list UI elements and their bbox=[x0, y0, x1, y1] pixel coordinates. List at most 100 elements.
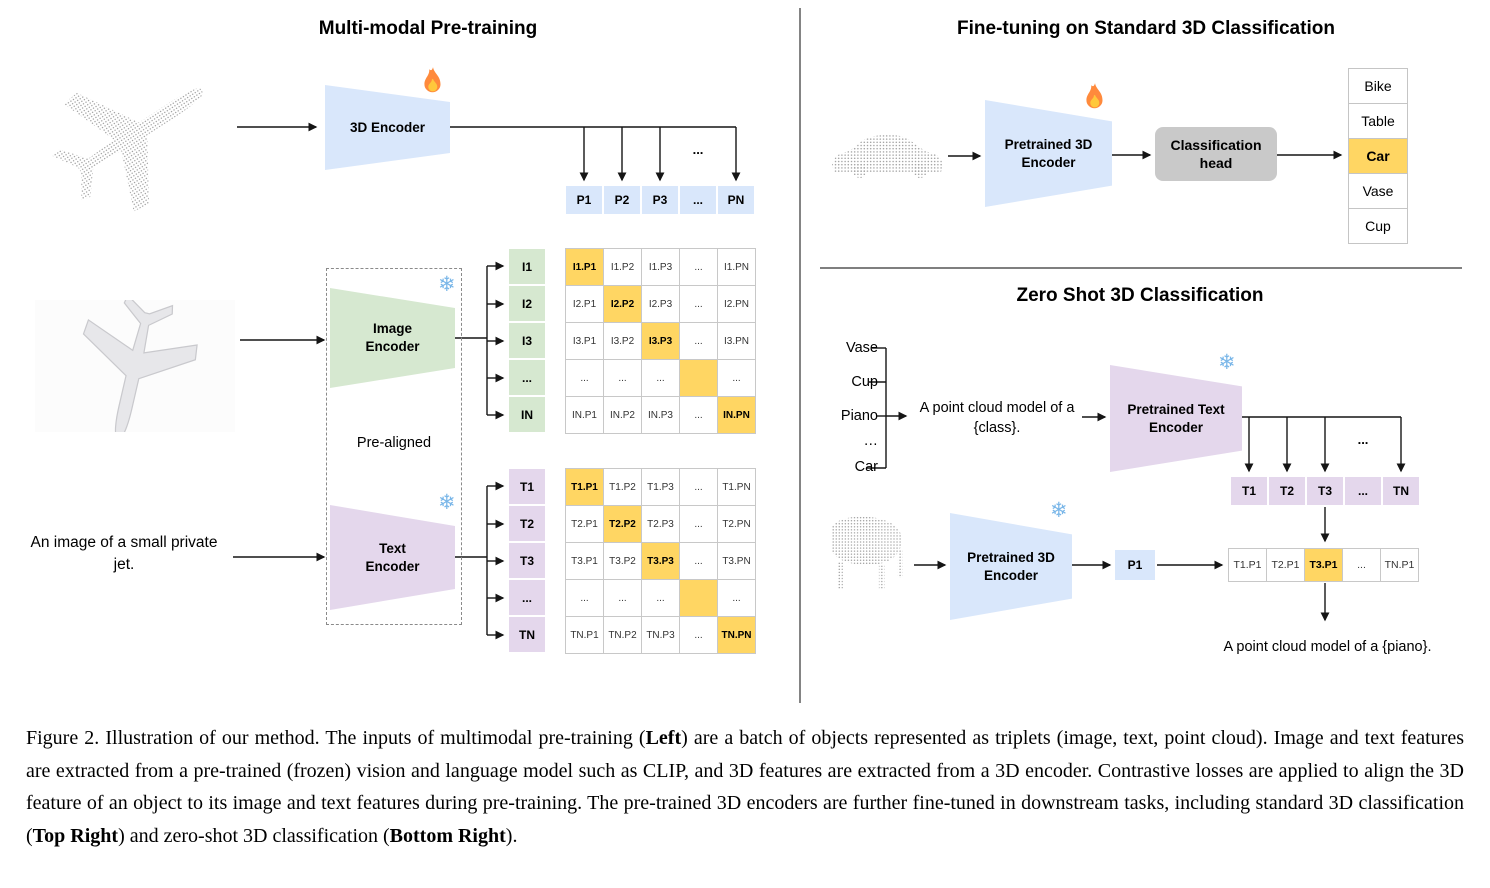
result-cell: T2.P1 bbox=[1266, 548, 1305, 582]
matrix-cell: IN.P2 bbox=[604, 397, 642, 434]
caption-bold-segment: Top Right bbox=[32, 824, 119, 847]
t-cell: T1 bbox=[1230, 476, 1268, 506]
matrix-cell: T3.P3 bbox=[642, 543, 680, 580]
caption-segment: ). bbox=[505, 824, 518, 847]
p-row-ellipsis: ... bbox=[692, 142, 704, 157]
t-cell: T2 bbox=[1268, 476, 1306, 506]
matrix-cell: ... bbox=[642, 360, 680, 397]
zs-ellipsis: ... bbox=[1357, 432, 1369, 447]
zeroshot-title: Zero Shot 3D Classification bbox=[1016, 285, 1264, 306]
matrix-cell: T2.P3 bbox=[642, 506, 680, 543]
i-cell: ... bbox=[508, 359, 546, 396]
snowflake-icon: ❄ bbox=[438, 491, 456, 514]
airplane-point-cloud bbox=[52, 88, 203, 212]
p-cell: P1 bbox=[565, 185, 603, 215]
class-cell: Cup bbox=[1348, 208, 1408, 244]
pretrained-3d-encoder-zeroshot: Pretrained 3D Encoder bbox=[950, 513, 1072, 620]
matrix-cell: T2.P2 bbox=[604, 506, 642, 543]
pre-aligned-box bbox=[326, 268, 462, 625]
class-cell: Vase bbox=[1348, 173, 1408, 209]
matrix-cell: I3.P1 bbox=[566, 323, 604, 360]
t-cell: T2 bbox=[508, 505, 546, 542]
i-cell: I3 bbox=[508, 322, 546, 359]
matrix-cell: T2.P1 bbox=[566, 506, 604, 543]
matrix-cell: ... bbox=[566, 580, 604, 617]
pre-aligned-label: Pre-aligned bbox=[356, 435, 432, 451]
matrix-cell: ... bbox=[680, 323, 718, 360]
zs-prompt-text: A point cloud model of a {class}. bbox=[919, 400, 1075, 437]
pretrained-3d-encoder-zeroshot-label: Pretrained 3D Encoder bbox=[967, 549, 1055, 583]
pretrained-3d-encoder-finetune: Pretrained 3D Encoder bbox=[985, 100, 1112, 207]
t-cell: TN bbox=[508, 616, 546, 653]
matrix-cell: ... bbox=[680, 286, 718, 323]
matrix-cell: IN.PN bbox=[718, 397, 756, 434]
i-cell: I1 bbox=[508, 248, 546, 285]
finetune-title: Fine-tuning on Standard 3D Classificatio… bbox=[957, 18, 1335, 39]
caption-segment: ) and zero-shot 3D classification ( bbox=[118, 824, 390, 847]
i-cell: IN bbox=[508, 396, 546, 433]
result-cell: T1.P1 bbox=[1228, 548, 1267, 582]
class-cell: Table bbox=[1348, 103, 1408, 139]
matrix-cell: I1.PN bbox=[718, 249, 756, 286]
matrix-cell: ... bbox=[680, 506, 718, 543]
class-cell: Car bbox=[1348, 138, 1408, 174]
matrix-cell bbox=[680, 580, 718, 617]
matrix-cell: ... bbox=[566, 360, 604, 397]
t-cell: ... bbox=[508, 579, 546, 616]
t-cell: T3 bbox=[508, 542, 546, 579]
matrix-cell: ... bbox=[718, 580, 756, 617]
matrix-cell: T3.P1 bbox=[566, 543, 604, 580]
matrix-cell: T1.P2 bbox=[604, 469, 642, 506]
image-encoder-label: Image Encoder bbox=[365, 321, 420, 354]
matrix-cell: T2.PN bbox=[718, 506, 756, 543]
snowflake-icon: ❄ bbox=[1218, 351, 1236, 374]
figure-caption: Figure 2. Illustration of our method. Th… bbox=[26, 722, 1464, 852]
matrix-cell: TN.P1 bbox=[566, 617, 604, 654]
car-point-cloud bbox=[832, 134, 943, 178]
matrix-cell: T3.PN bbox=[718, 543, 756, 580]
matrix-cell: ... bbox=[680, 469, 718, 506]
matrix-cell: I1.P3 bbox=[642, 249, 680, 286]
t-cell: T1 bbox=[508, 468, 546, 505]
matrix-cell: I1.P1 bbox=[566, 249, 604, 286]
matrix-cell: ... bbox=[604, 580, 642, 617]
matrix-cell: I3.P3 bbox=[642, 323, 680, 360]
matrix-cell: I2.P2 bbox=[604, 286, 642, 323]
prompt-class-label: Piano bbox=[840, 408, 878, 424]
caption-bold-segment: Bottom Right bbox=[389, 824, 506, 847]
caption-bold-segment: Left bbox=[645, 727, 682, 749]
t-cell: TN bbox=[1382, 476, 1420, 506]
encoder-3d: 3D Encoder bbox=[325, 85, 450, 170]
matrix-cell: IN.P3 bbox=[642, 397, 680, 434]
pretrained-text-encoder-label: Pretrained Text Encoder bbox=[1127, 401, 1225, 435]
caption-segment: ) are a batch of objects represented as … bbox=[26, 727, 1464, 847]
p-cell: ... bbox=[679, 185, 717, 215]
result-cell: TN.P1 bbox=[1380, 548, 1419, 582]
matrix-cell: T1.PN bbox=[718, 469, 756, 506]
fire-icon bbox=[1082, 82, 1108, 112]
text-encoder: Text Encoder bbox=[330, 505, 455, 610]
classification-head: Classification head bbox=[1155, 127, 1277, 181]
p1-cell: P1 bbox=[1115, 550, 1155, 580]
pretrained-3d-encoder-finetune-label: Pretrained 3D Encoder bbox=[1004, 136, 1093, 170]
snowflake-icon: ❄ bbox=[438, 273, 456, 296]
fire-icon bbox=[420, 66, 446, 96]
matrix-cell: ... bbox=[604, 360, 642, 397]
p-cell: P3 bbox=[641, 185, 679, 215]
matrix-cell: I3.PN bbox=[718, 323, 756, 360]
prompt-class-label: Vase bbox=[846, 340, 878, 356]
pretrained-text-encoder: Pretrained Text Encoder bbox=[1110, 365, 1242, 472]
matrix-cell: ... bbox=[718, 360, 756, 397]
zs-output-text: A point cloud model of a {piano}. bbox=[1223, 639, 1432, 655]
matrix-cell: IN.P1 bbox=[566, 397, 604, 434]
left-panel-title: Multi-modal Pre-training bbox=[318, 18, 538, 39]
t-cell: ... bbox=[1344, 476, 1382, 506]
matrix-cell: TN.P2 bbox=[604, 617, 642, 654]
